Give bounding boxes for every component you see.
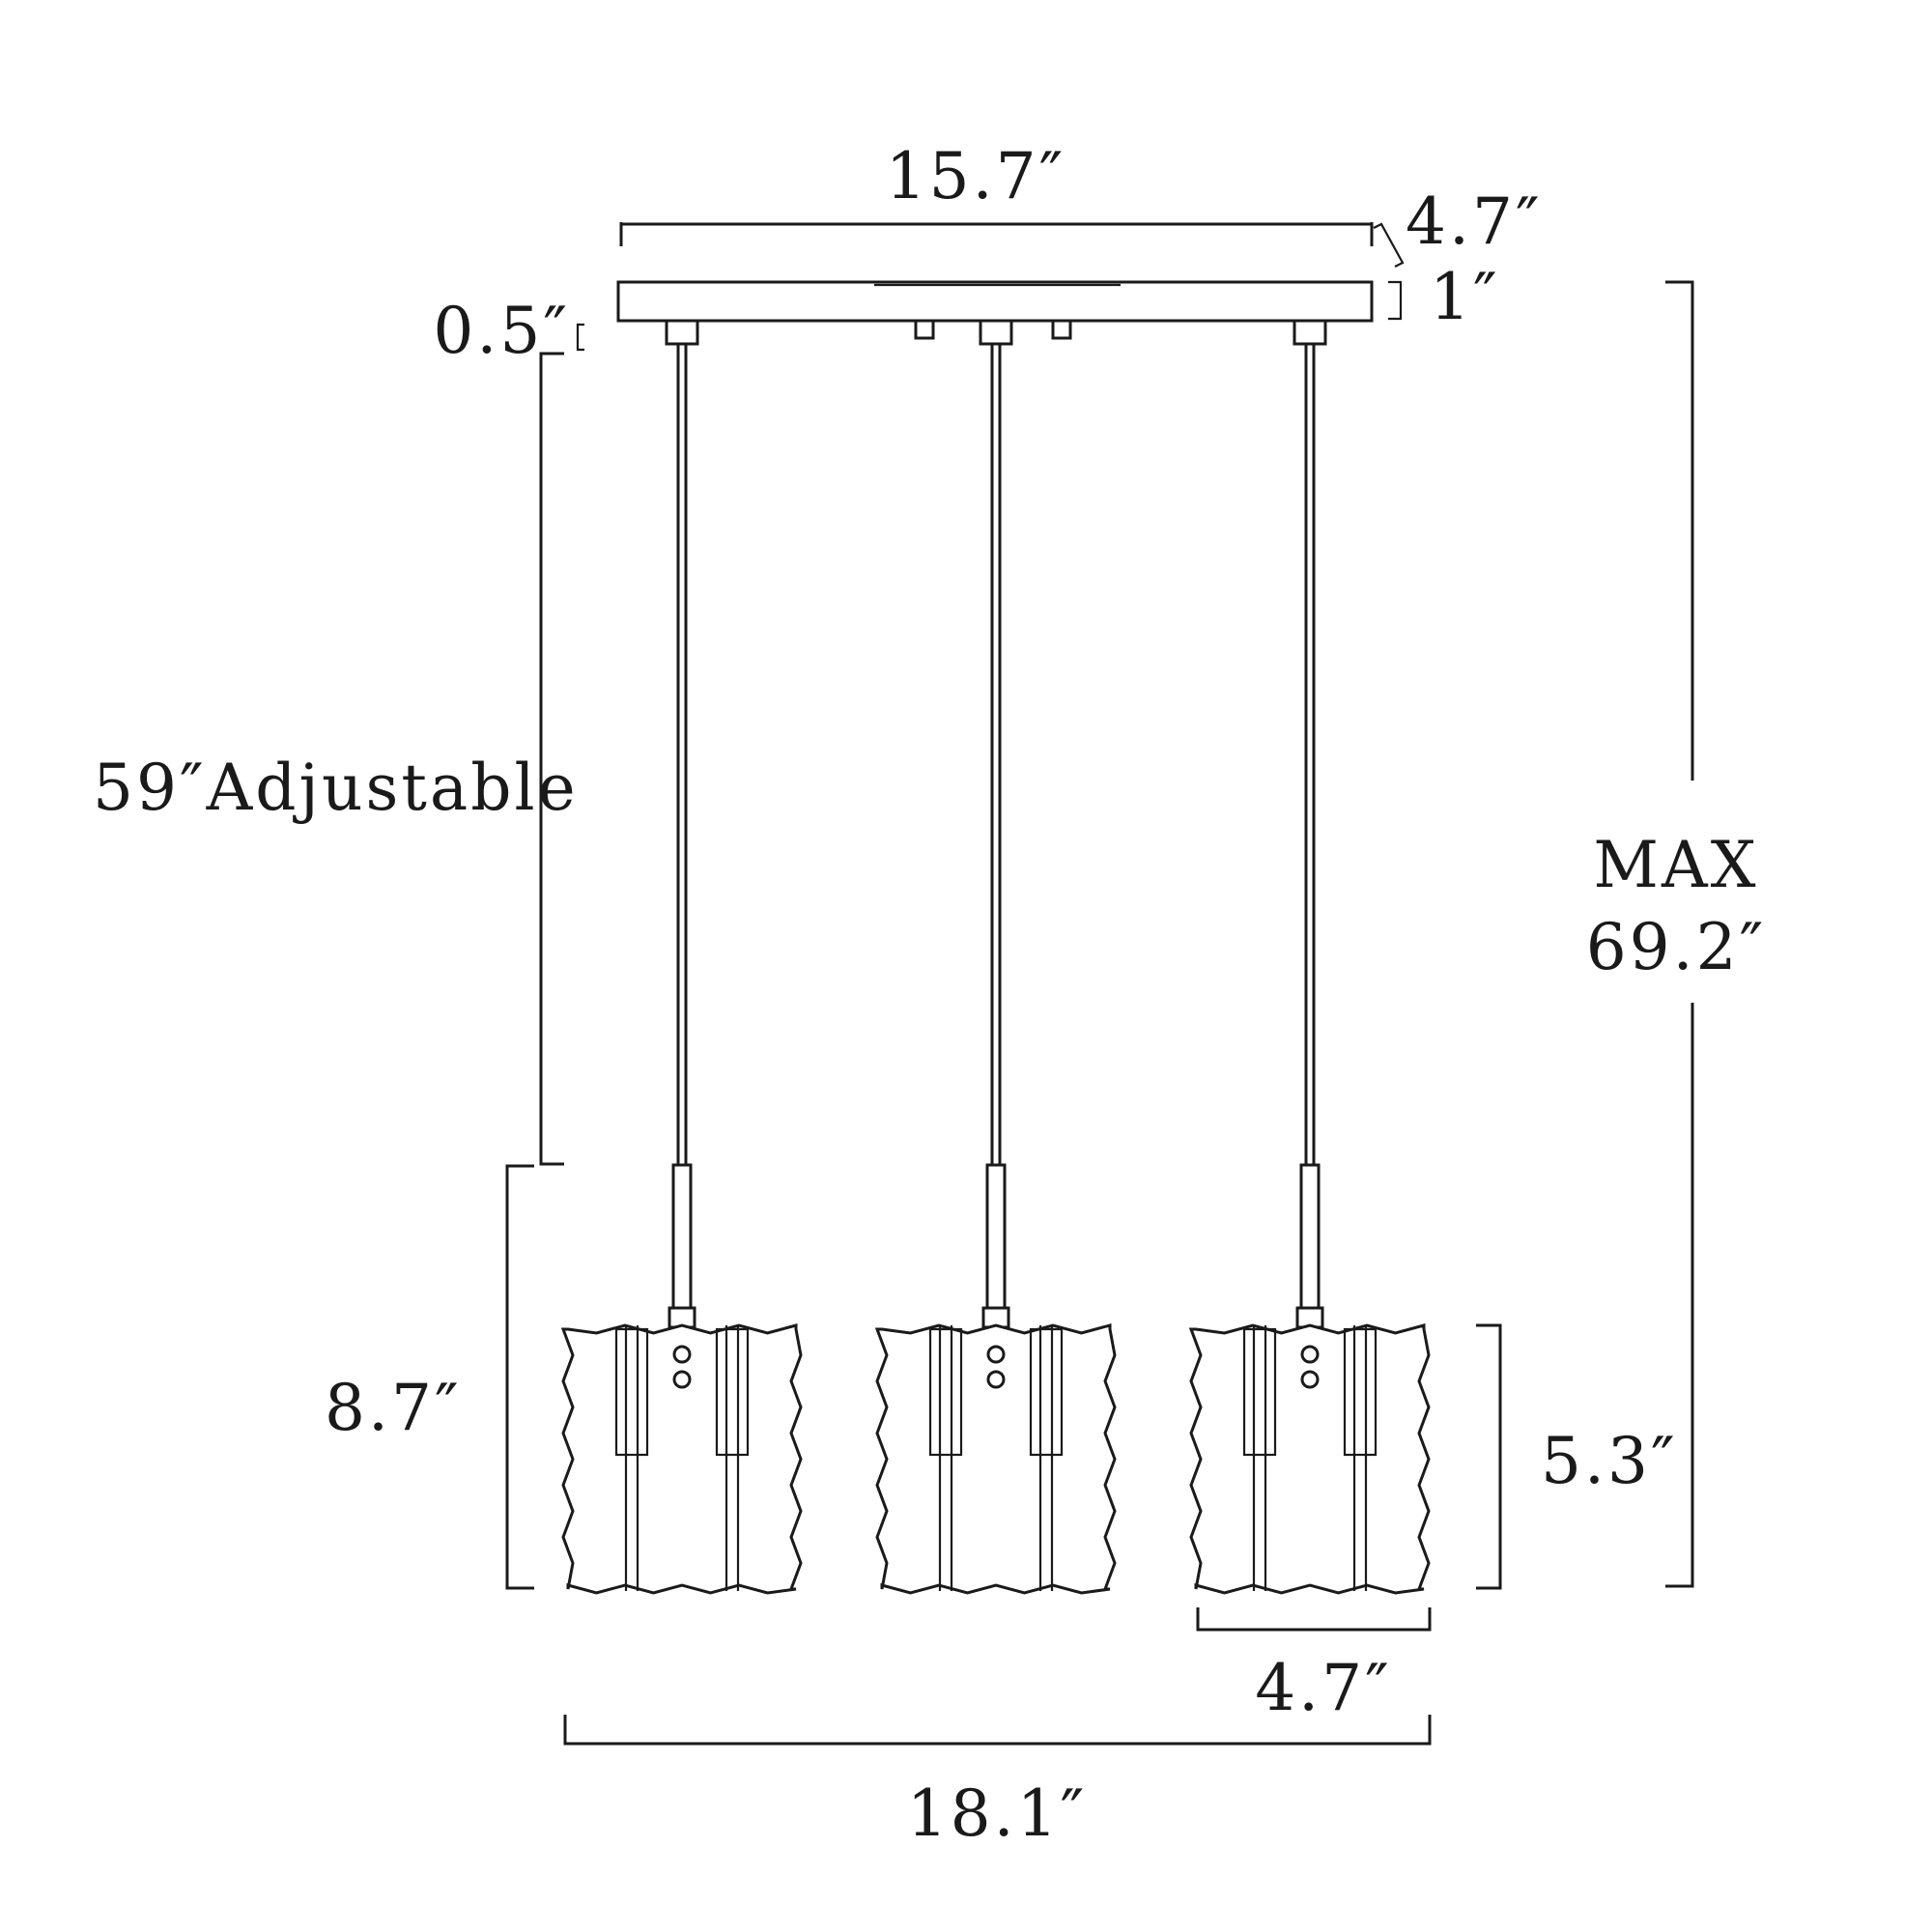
shade-height-dimension — [1476, 1323, 1502, 1590]
rod-length-label: 59″Adjustable — [93, 751, 579, 825]
canopy-height-dimension — [1388, 280, 1403, 321]
screw-hole — [1300, 1345, 1320, 1364]
suspension-rod — [1304, 342, 1316, 1167]
glass-shade — [1188, 1323, 1431, 1595]
pendant-right — [1188, 342, 1431, 1595]
socket-sleeve — [671, 1163, 693, 1310]
socket-sleeve — [985, 1163, 1007, 1310]
max-height-label: MAX — [1593, 828, 1758, 902]
shade-clip — [1343, 1327, 1378, 1457]
pendant-height-label: 8.7″ — [325, 1371, 462, 1445]
canopy-length-dimension — [619, 222, 1374, 246]
mount-gap-dimension — [576, 323, 584, 352]
shade-clip — [1242, 1327, 1277, 1457]
canopy-width-label: 4.7″ — [1406, 185, 1543, 259]
shade-width-dimension — [1196, 1607, 1432, 1632]
shade-clip — [614, 1327, 649, 1457]
canopy-height-label: 1″ — [1430, 260, 1500, 334]
suspension-rod — [990, 342, 1002, 1167]
shade-clip — [715, 1327, 750, 1457]
mount-gap-label: 0.5″ — [433, 294, 570, 368]
canopy-length-label: 15.7″ — [886, 139, 1066, 213]
overall-width-dimension — [563, 1715, 1432, 1746]
pendant-center — [874, 342, 1117, 1595]
shade-width-label: 4.7″ — [1255, 1651, 1392, 1725]
shade-clip — [928, 1327, 963, 1457]
glass-shade — [560, 1323, 803, 1595]
canopy-width-dimension — [1373, 222, 1405, 268]
shade-height-label: 5.3″ — [1541, 1424, 1678, 1498]
socket-sleeve — [1299, 1163, 1321, 1310]
pendant-group — [560, 342, 1431, 1595]
screw-hole — [672, 1370, 692, 1389]
screw-hole — [986, 1370, 1006, 1389]
screw-hole — [1300, 1370, 1320, 1389]
screw-hole — [986, 1345, 1006, 1364]
pendant-height-dimension — [505, 1164, 534, 1590]
max-height-dimension — [1665, 280, 1694, 1588]
screw-hole — [672, 1345, 692, 1364]
canopy-plate — [616, 280, 1374, 346]
shade-clip — [1029, 1327, 1064, 1457]
glass-shade — [874, 1323, 1117, 1595]
overall-width-label: 18.1″ — [907, 1776, 1088, 1851]
suspension-rod — [676, 342, 688, 1167]
rod-length-dimension — [539, 352, 564, 1166]
max-height-value: 69.2″ — [1586, 910, 1767, 984]
pendant-left — [560, 342, 803, 1595]
